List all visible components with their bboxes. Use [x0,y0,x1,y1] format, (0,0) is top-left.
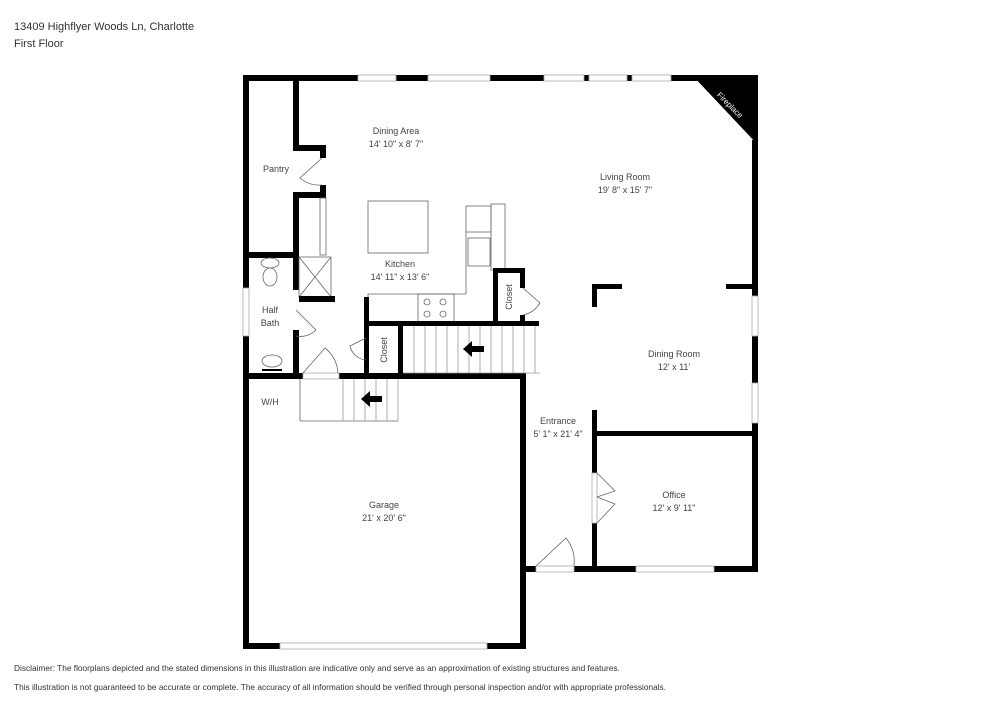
bath-door-swing [295,309,317,337]
wall [493,268,525,273]
counter [490,203,506,271]
closet-kitchen-label: Closet [504,284,514,310]
stairs-arrow-icon [361,391,382,407]
door-gap [302,372,340,380]
front-door-gap [535,565,575,573]
wall [338,373,526,379]
window [242,287,250,337]
sliding-door [427,74,491,82]
burner [423,310,431,318]
wall [243,252,299,258]
wall [320,145,326,158]
closet-hall-label: Closet [379,337,389,363]
wall-office-top [592,431,758,436]
wall [592,284,622,289]
living-room-dims: 19' 8" x 15' 7" [598,185,652,195]
wall [243,373,303,379]
dining-area-dims: 14' 10" x 8' 7" [369,139,423,149]
half-bath-label-2: Bath [261,318,280,328]
faucet [262,369,282,371]
kitchen-label: Kitchen [385,259,415,269]
window [588,74,628,82]
shower-cross [298,256,332,298]
living-room-label: Living Room [600,172,650,182]
wall-pantry [293,75,299,148]
burner [423,298,431,306]
wall [364,297,369,379]
sink-icon [261,354,283,368]
wall [293,192,299,258]
kitchen-dims: 14' 11" x 13' 6" [371,272,430,282]
wall-right [752,140,758,572]
sink [467,237,491,267]
office-door-gap [591,472,598,524]
wall [398,321,403,379]
pantry-label: Pantry [263,164,290,174]
dining-area-label: Dining Area [373,126,420,136]
floor-label: First Floor [14,38,64,50]
property-address: 13409 Highflyer Woods Ln, Charlotte [14,21,195,33]
half-bath-label-1: Half [262,305,279,315]
stairs-down [299,379,399,422]
stove [417,293,455,323]
wall [520,268,525,288]
wall [293,192,326,198]
office-dims: 12' x 9' 11" [653,503,696,513]
entrance-dims: 5' 1" x 21' 4" [533,429,582,439]
toilet-tank [260,257,280,269]
office-label: Office [662,490,685,500]
window [751,382,759,424]
wall [493,268,498,324]
window [357,74,397,82]
window [635,565,715,573]
wall [592,284,597,307]
entrance-label: Entrance [540,416,576,426]
burner [439,298,447,306]
wall [293,145,323,151]
dining-room-dims: 12' x 11' [658,362,691,372]
fridge [465,205,492,233]
disclaimer-line-2: This illustration is not guaranteed to b… [14,682,666,692]
dining-room-label: Dining Room [648,349,700,359]
wall [293,330,299,378]
wall [520,315,525,323]
wall [299,296,335,302]
wall-garage-right [520,373,526,649]
fireplace [692,75,758,145]
front-door-swing [535,537,575,567]
garage-door [279,642,488,650]
window [751,295,759,337]
wall [293,255,299,290]
counter-edge [367,232,467,300]
garage-dims: 21' x 20' 6" [362,513,406,523]
garage-label: Garage [369,500,399,510]
garage-door-swing [302,347,339,374]
wall-top [243,75,758,81]
wall [364,321,539,326]
office-double-door [596,472,616,524]
burner [439,310,447,318]
wall-cabinet [319,197,327,256]
wall [726,284,756,289]
closet-door-swing [522,287,541,316]
toilet-icon [262,267,278,287]
window [543,74,585,82]
disclaimer-line-1: Disclaimer: The floorplans depicted and … [14,663,620,673]
window [631,74,672,82]
closet-door-swing [349,337,367,361]
stairs-arrow-icon [463,341,484,357]
pantry-door-swing [299,157,323,186]
wall-left [243,75,249,649]
stairs-up [403,326,540,374]
kitchen-island [367,200,429,254]
wh-label: W/H [261,397,279,407]
wall [320,185,326,197]
